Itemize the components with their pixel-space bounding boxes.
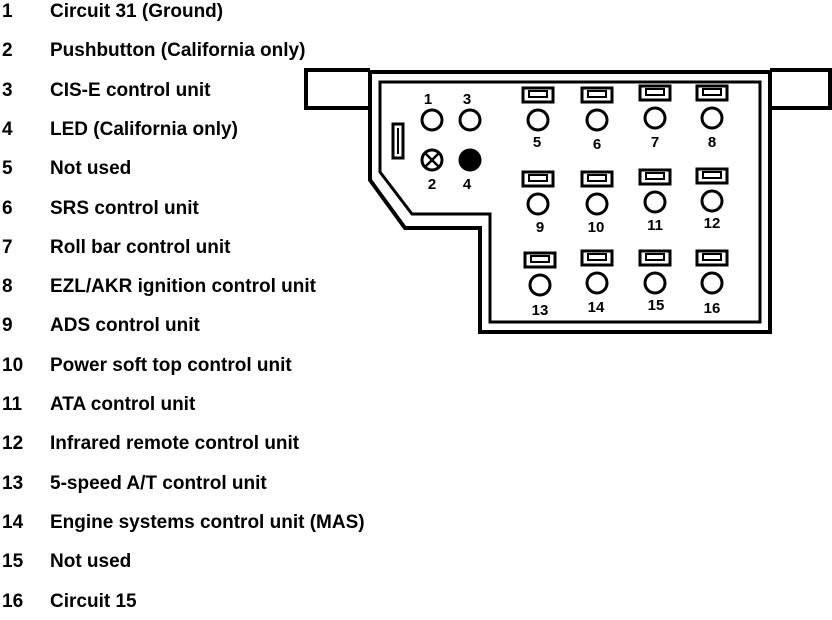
pin-11: 11 xyxy=(638,168,672,234)
legend-pin-description: Power soft top control unit xyxy=(50,354,292,376)
open-pin-icon xyxy=(643,106,667,130)
legend-pin-description: Engine systems control unit (MAS) xyxy=(50,511,365,533)
legend-pin-description: Not used xyxy=(50,551,132,573)
pin-8: 8 xyxy=(695,84,729,151)
open-pin-icon xyxy=(585,108,609,132)
legend-pin-description: EZL/AKR ignition control unit xyxy=(50,276,316,298)
legend-pin-description: ATA control unit xyxy=(50,394,196,415)
pin-9: 9 xyxy=(521,170,555,236)
pin-number-label: 4 xyxy=(463,176,472,193)
open-pin-icon xyxy=(585,192,609,216)
open-pin-icon xyxy=(585,271,609,295)
legend-pin-number: 1 xyxy=(2,1,13,22)
left-mounting-tab xyxy=(304,68,370,110)
pin-number-label: 5 xyxy=(533,134,541,151)
open-pin-icon xyxy=(528,273,552,297)
pin-number-label: 6 xyxy=(593,136,601,153)
open-pin-icon xyxy=(643,271,667,295)
legend-pin-description: Infrared remote control unit xyxy=(50,433,300,455)
pin-5: 5 xyxy=(521,86,555,151)
legend-pin-number: 13 xyxy=(2,472,24,494)
pin-14: 14 xyxy=(580,249,614,316)
open-pin-icon xyxy=(700,271,724,295)
legend-pin-number: 6 xyxy=(2,197,13,219)
pin-number-label: 13 xyxy=(532,302,549,319)
pin-13: 13 xyxy=(523,251,557,319)
pin-15: 15 xyxy=(638,249,672,314)
open-pin-icon xyxy=(526,108,550,132)
legend-pin-description: CIS-E control unit xyxy=(50,79,211,101)
pin-4: 4 xyxy=(458,148,482,193)
legend-pin-description: 5-speed A/T control unit xyxy=(50,472,267,494)
legend-pin-description: ADS control unit xyxy=(50,315,200,337)
connector-housing-outer xyxy=(368,70,772,334)
legend-pin-number: 14 xyxy=(2,511,24,533)
pin-number-label: 3 xyxy=(463,91,471,108)
pin-number-label: 14 xyxy=(588,299,605,316)
legend-pin-number: 15 xyxy=(2,551,24,573)
open-pin-icon xyxy=(643,190,667,214)
legend-pin-number: 7 xyxy=(2,236,13,258)
pin-number-label: 1 xyxy=(424,91,432,108)
legend-pin-number: 3 xyxy=(2,79,13,101)
pin-number-label: 15 xyxy=(648,297,665,314)
open-pin-icon xyxy=(700,106,724,130)
legend-pin-number: 4 xyxy=(2,118,13,140)
legend-pin-number: 2 xyxy=(2,40,13,62)
legend-pin-description: LED (California only) xyxy=(50,118,238,140)
connector-housing-inner xyxy=(378,80,762,324)
legend-pin-number: 5 xyxy=(2,158,13,180)
pin-number-label: 7 xyxy=(651,134,659,151)
legend-pin-description: Circuit 31 (Ground) xyxy=(50,1,224,22)
legend-pin-number: 10 xyxy=(2,354,24,376)
pin-number-label: 2 xyxy=(428,176,436,193)
pin-number-label: 16 xyxy=(704,300,721,317)
filled-pin-icon xyxy=(458,148,482,172)
legend-pin-number: 12 xyxy=(2,433,24,455)
open-pin-icon xyxy=(458,108,482,132)
open-pin-icon xyxy=(700,189,724,213)
pin-number-label: 9 xyxy=(536,219,544,236)
pin-number-label: 12 xyxy=(704,215,721,232)
open-pin-icon xyxy=(420,108,444,132)
legend-pin-number: 11 xyxy=(2,394,23,415)
legend-pin-description: Pushbutton (California only) xyxy=(50,40,306,62)
open-pin-icon xyxy=(526,192,550,216)
pin-number-label: 10 xyxy=(588,219,605,236)
legend-pin-description: SRS control unit xyxy=(50,197,199,219)
right-mounting-tab xyxy=(770,68,832,110)
pin-16: 16 xyxy=(695,249,729,317)
pin-12: 12 xyxy=(695,167,729,232)
pin-1: 1 xyxy=(420,91,444,132)
legend-pin-number: 9 xyxy=(2,315,13,337)
legend-pin-description: Not used xyxy=(50,158,132,180)
pin-number-label: 11 xyxy=(647,217,663,234)
pin-6: 6 xyxy=(580,86,614,153)
legend-pin-number: 8 xyxy=(2,276,13,298)
pin-2: 2 xyxy=(420,148,444,193)
legend-pin-description: Roll bar control unit xyxy=(50,236,231,258)
pin-number-label: 8 xyxy=(708,134,716,151)
pin-7: 7 xyxy=(638,84,672,151)
pin-3: 3 xyxy=(458,91,482,132)
pin-10: 10 xyxy=(580,170,614,236)
